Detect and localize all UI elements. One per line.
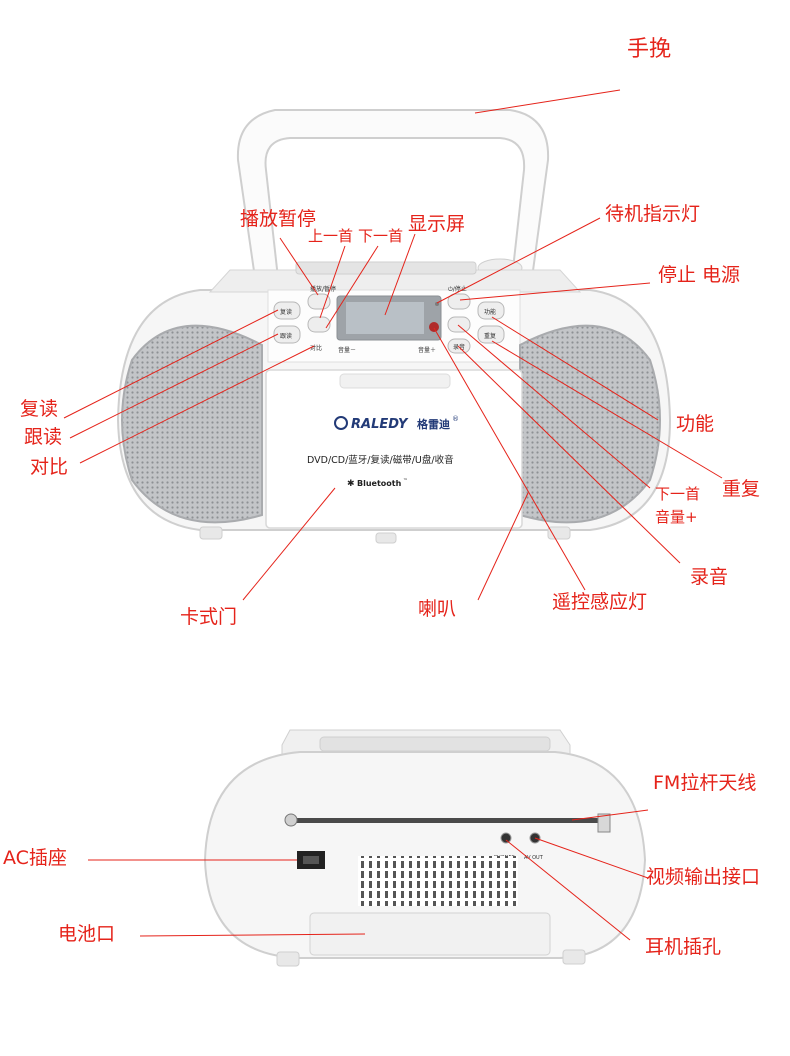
key-caption-vol-minus: 音量－ <box>338 346 356 354</box>
leader-follow <box>69 333 279 439</box>
leader-repeat-read <box>63 309 279 419</box>
leader-cassette <box>242 487 336 601</box>
repeat-read-key[interactable] <box>273 301 301 320</box>
follow-key[interactable] <box>273 325 301 344</box>
label-speaker: 喇叭 <box>418 598 457 620</box>
key-caption-function: 功能 <box>484 308 496 316</box>
leader-next-top <box>325 245 379 329</box>
leader-next-vol <box>457 324 651 489</box>
leader-headphone <box>505 839 631 941</box>
leader-function <box>491 316 659 421</box>
leader-ir <box>433 327 586 591</box>
leader-fm-antenna <box>571 809 649 821</box>
label-ac-socket: AC插座 <box>3 847 67 869</box>
play-pause-key[interactable] <box>307 293 331 310</box>
next-key[interactable] <box>447 316 471 333</box>
prev-key[interactable] <box>307 316 331 333</box>
key-caption-power: ⏻/停止 <box>448 285 467 293</box>
label-compare: 对比 <box>30 456 69 478</box>
front-view: 播放/暂停 ⏻/停止 复读 跟读 对比 音量－ 音量＋ 功能 重复 录音 RAL… <box>116 109 672 544</box>
label-prev-track: 上一首 <box>308 227 354 245</box>
label-battery: 电池口 <box>58 923 116 945</box>
label-play-pause: 播放暂停 <box>240 208 317 230</box>
leader-prev-track <box>319 245 346 319</box>
label-function: 功能 <box>676 413 715 435</box>
leader-handle <box>474 89 621 114</box>
label-next-track: 下一首 <box>655 485 701 503</box>
leader-repeat <box>491 340 723 479</box>
feature-list: DVD/CD/蓝牙/复读/磁带/U盘/收音 <box>307 454 454 466</box>
ir-sensor-dot <box>429 322 439 332</box>
power-key[interactable] <box>447 293 471 310</box>
bluetooth-tm: ™ <box>403 478 408 484</box>
left-speaker <box>121 324 263 524</box>
phones-jack <box>500 832 512 844</box>
lcd-screen <box>346 302 424 334</box>
handle <box>236 109 550 279</box>
key-caption-compare: 对比 <box>310 344 322 352</box>
fm-antenna <box>290 818 610 823</box>
label-headphone: 耳机插孔 <box>645 936 722 958</box>
back-view: PHONES AV OUT <box>203 729 647 967</box>
leader-display <box>384 233 416 316</box>
leader-record <box>457 345 681 564</box>
label-standby-led: 待机指示灯 <box>605 203 701 225</box>
leader-play-pause <box>279 237 319 296</box>
record-key[interactable] <box>447 338 471 354</box>
leader-standby <box>436 217 601 304</box>
leader-lines <box>63 89 723 941</box>
label-volume-plus: 音量+ <box>655 508 698 526</box>
label-record: 录音 <box>690 566 729 588</box>
bluetooth-text: Bluetooth <box>357 479 402 488</box>
leader-video-out <box>534 837 649 879</box>
key-caption-follow: 跟读 <box>280 332 292 340</box>
av-out-caption: AV OUT <box>524 855 544 861</box>
label-video-out: 视频输出接口 <box>646 866 761 888</box>
right-speaker <box>519 324 661 524</box>
repeat-key[interactable] <box>477 325 505 344</box>
key-caption-play: 播放/暂停 <box>310 285 336 293</box>
label-next-track-top: 下一首 <box>358 227 404 245</box>
brand-name-cn: 格雷迪 <box>417 417 450 431</box>
label-cassette-door: 卡式门 <box>180 606 238 628</box>
function-key[interactable] <box>477 301 505 320</box>
label-ir-sensor: 遥控感应灯 <box>552 591 648 613</box>
key-caption-vol-plus: 音量＋ <box>418 346 436 354</box>
registered-mark: ® <box>452 415 459 423</box>
key-caption-repeat: 重复 <box>484 332 496 340</box>
bluetooth-icon: ✱ <box>347 479 355 489</box>
brand-logo-icon <box>334 416 348 430</box>
leader-compare <box>79 345 315 464</box>
leader-stop-power <box>459 282 651 301</box>
label-repeat: 重复 <box>722 478 761 500</box>
cassette-door <box>265 369 523 529</box>
key-caption-repeat-read: 复读 <box>280 308 292 316</box>
label-handle: 手挽 <box>627 37 672 62</box>
label-follow-read: 跟读 <box>24 426 63 448</box>
label-fm-antenna: FM拉杆天线 <box>653 772 757 794</box>
leader-speaker <box>477 492 529 601</box>
label-stop-power: 停止 电源 <box>658 264 741 286</box>
back-body <box>203 751 647 959</box>
label-display: 显示屏 <box>408 213 466 235</box>
brand-name: RALEDY <box>351 417 409 432</box>
vent-grille <box>358 856 518 906</box>
label-repeat-read: 复读 <box>20 398 59 420</box>
leader-battery <box>139 933 366 937</box>
